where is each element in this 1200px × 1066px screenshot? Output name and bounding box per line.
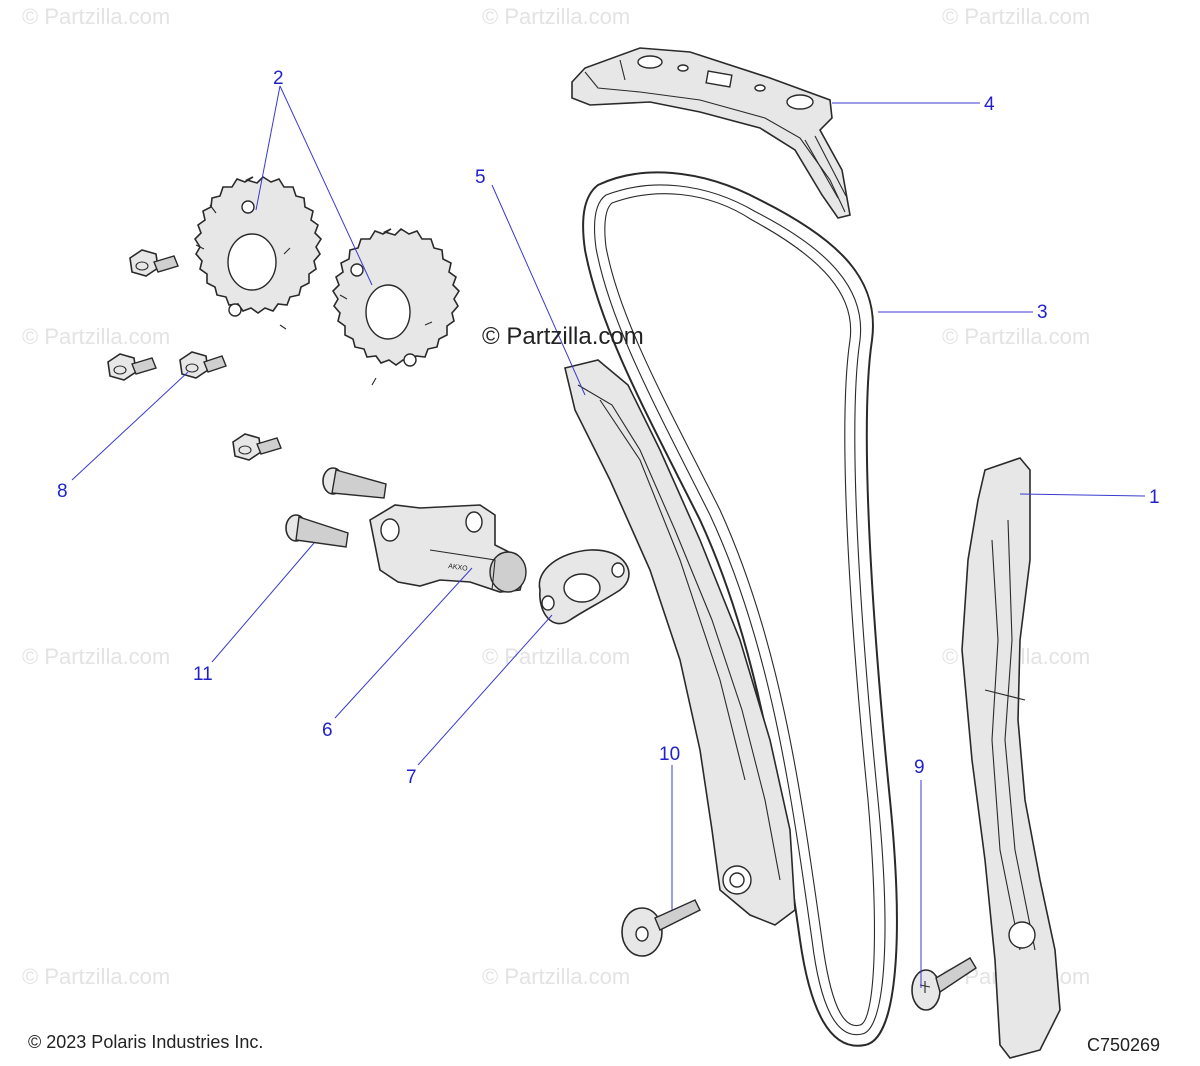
part-9-guide-bolt bbox=[911, 957, 977, 1011]
leader-6 bbox=[334, 567, 473, 719]
callout-5[interactable]: 5 bbox=[475, 167, 486, 188]
leader-2b bbox=[279, 85, 373, 286]
callout-2[interactable]: 2 bbox=[273, 68, 284, 89]
part-7-tensioner-gasket bbox=[538, 549, 630, 625]
leader-8 bbox=[71, 371, 189, 481]
watermark: © Partzilla.com bbox=[942, 4, 1090, 29]
callout-8[interactable]: 8 bbox=[57, 481, 68, 502]
bolt bbox=[285, 514, 349, 548]
leader-11 bbox=[211, 542, 315, 663]
callout-4[interactable]: 4 bbox=[984, 94, 995, 115]
watermark: © Partzilla.com bbox=[482, 4, 630, 29]
tensioner-marking: AKXO bbox=[448, 563, 469, 573]
copyright-text: © 2023 Polaris Industries Inc. bbox=[28, 1032, 264, 1052]
diagram-id: C750269 bbox=[1087, 1035, 1161, 1055]
part-2-cam-sprocket-right bbox=[331, 227, 461, 386]
leader-5 bbox=[491, 184, 586, 396]
leader-7 bbox=[417, 614, 553, 766]
part-11-bolts bbox=[285, 467, 387, 548]
part-8-bolts bbox=[107, 249, 282, 461]
watermark: © Partzilla.com bbox=[482, 644, 630, 669]
watermark: © Partzilla.com bbox=[22, 964, 170, 989]
part-3-timing-chain bbox=[582, 171, 898, 1047]
part-2-cam-sprocket-left bbox=[193, 175, 323, 330]
watermark: © Partzilla.com bbox=[22, 4, 170, 29]
leader-2a bbox=[255, 85, 281, 211]
watermark: © Partzilla.com bbox=[942, 324, 1090, 349]
callout-10[interactable]: 10 bbox=[659, 744, 680, 765]
callout-3[interactable]: 3 bbox=[1037, 302, 1048, 323]
watermark: © Partzilla.com bbox=[22, 644, 170, 669]
callout-9[interactable]: 9 bbox=[914, 757, 925, 778]
part-4-upper-chain-guide bbox=[571, 47, 851, 219]
bolt bbox=[179, 351, 227, 379]
center-watermark: © Partzilla.com bbox=[482, 323, 644, 350]
part-6-cam-chain-tensioner: AKXO bbox=[369, 504, 527, 593]
bolt bbox=[129, 249, 179, 277]
leader-lines bbox=[71, 85, 1146, 988]
watermark: © Partzilla.com bbox=[482, 964, 630, 989]
callout-7[interactable]: 7 bbox=[406, 767, 417, 788]
leader-1 bbox=[1019, 493, 1146, 497]
bolt bbox=[322, 467, 387, 499]
part-10-guide-bolt bbox=[621, 899, 701, 957]
bolt bbox=[107, 353, 157, 381]
part-5-chain-tensioner-guide bbox=[564, 359, 796, 926]
callout-11[interactable]: 11 bbox=[193, 664, 213, 685]
callout-1[interactable]: 1 bbox=[1149, 487, 1160, 508]
watermark: © Partzilla.com bbox=[22, 324, 170, 349]
callout-6[interactable]: 6 bbox=[322, 720, 333, 741]
bolt bbox=[232, 433, 282, 461]
part-1-chain-guide bbox=[961, 457, 1061, 1059]
watermarks: © Partzilla.com © Partzilla.com © Partzi… bbox=[22, 4, 1090, 989]
callouts: 1 2 3 4 5 6 7 8 9 10 11 bbox=[57, 68, 1160, 788]
